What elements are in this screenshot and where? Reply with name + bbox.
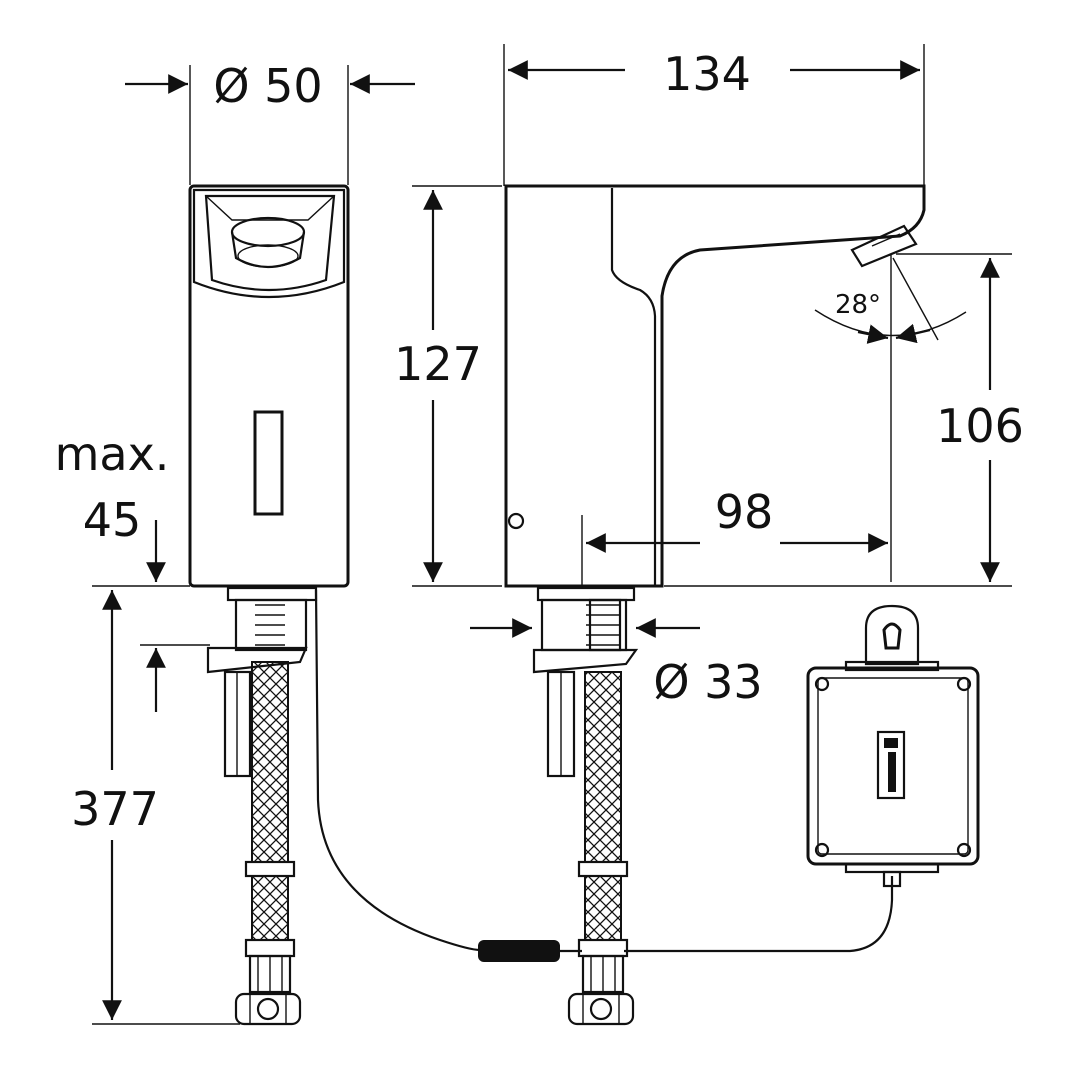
side-view bbox=[412, 44, 1012, 1026]
dim-diameter-top: Ø 50 bbox=[213, 59, 322, 113]
dim-max-value: 45 bbox=[83, 493, 142, 547]
dim-height-total: 127 bbox=[394, 337, 482, 391]
dim-angle: 28° bbox=[835, 290, 881, 320]
dim-max-label: max. bbox=[55, 427, 170, 481]
dim-width-total: 134 bbox=[663, 47, 751, 101]
dim-hose-length: 377 bbox=[71, 782, 159, 836]
dim-outlet-height: 106 bbox=[936, 399, 1024, 453]
dim-diameter-shank: Ø 33 bbox=[653, 655, 762, 709]
front-view bbox=[92, 65, 481, 1026]
dim-reach: 98 bbox=[715, 485, 774, 539]
info-i-icon bbox=[876, 730, 906, 800]
control-box-icon bbox=[806, 604, 980, 888]
